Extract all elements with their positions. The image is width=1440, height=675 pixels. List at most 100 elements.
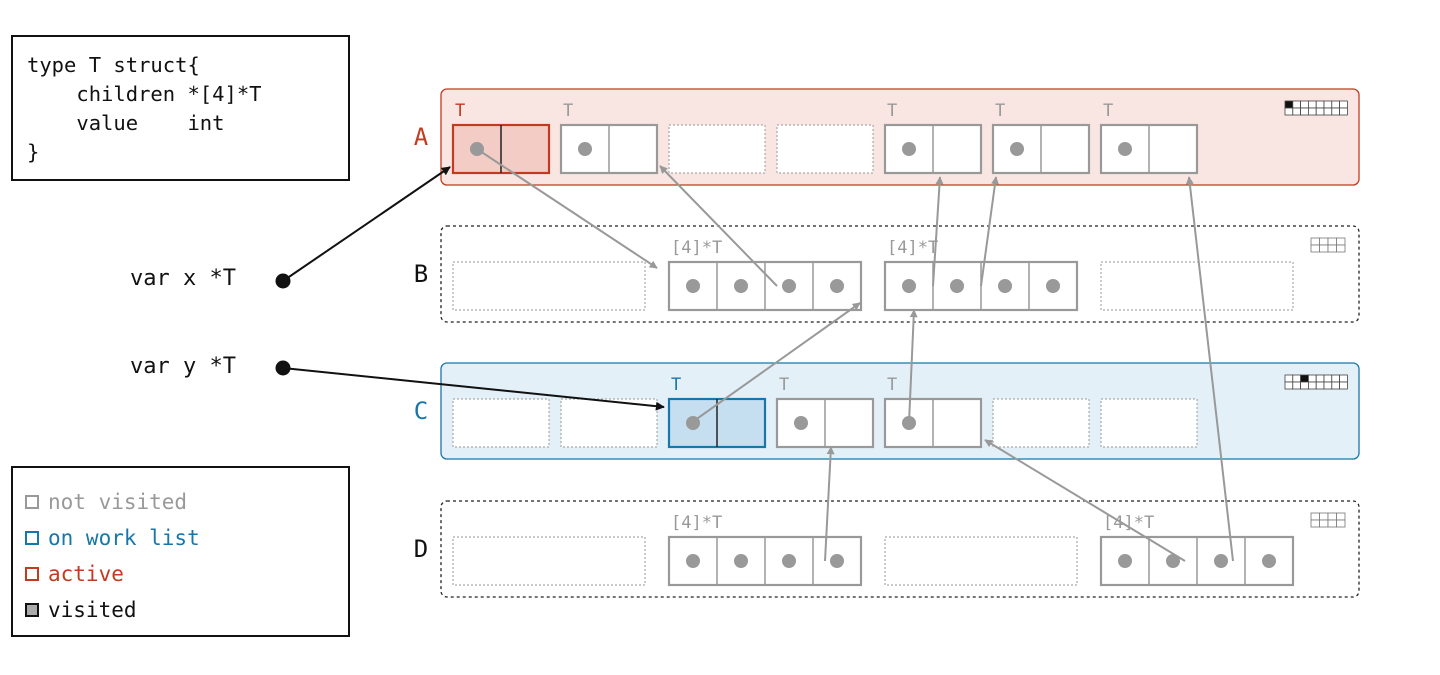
bitmap-cell	[1315, 107, 1325, 116]
legend-swatch-worklist	[25, 531, 39, 545]
mark-bitmap-icon	[1284, 374, 1348, 390]
bitmap-cell	[1284, 100, 1294, 109]
legend-label: on work list	[48, 526, 200, 550]
empty-slot	[776, 124, 874, 174]
legend-item-worklist: on work list	[25, 520, 348, 556]
code-line: type T struct{	[27, 53, 200, 77]
heap-object	[776, 124, 874, 174]
mark-bitmap-icon	[1310, 512, 1346, 528]
bitmap-cell	[1327, 512, 1337, 521]
legend-swatch-active	[25, 567, 39, 581]
empty-slot	[452, 398, 550, 448]
empty-slot	[560, 398, 658, 448]
pointer-dot	[734, 279, 748, 293]
span-label: D	[414, 535, 428, 563]
pointer-dot	[830, 554, 844, 568]
pointer-dot	[782, 279, 796, 293]
var-y-label: var y *T	[130, 354, 236, 379]
code-line: children *[4]*T	[27, 82, 262, 106]
pointer-arrow	[1185, 176, 1234, 562]
bitmap-cell	[1310, 519, 1320, 528]
heap-object: T	[1099, 101, 1199, 175]
object-type-label: T	[1103, 101, 1113, 121]
heap-object	[884, 536, 1078, 586]
legend-swatch-not-visited	[25, 495, 39, 509]
legend-item-not-visited: not visited	[25, 484, 348, 520]
pointer-dot	[782, 554, 796, 568]
bitmap-cell	[1310, 512, 1320, 521]
pointer-arrow	[984, 439, 1186, 562]
bitmap-cell	[1331, 381, 1341, 390]
bitmap-cell	[1315, 374, 1325, 383]
bitmap-cell	[1339, 100, 1348, 109]
bitmap-cell	[1292, 374, 1302, 383]
heap-object: T	[559, 101, 659, 175]
pointer-dot	[734, 554, 748, 568]
root-dot-x	[275, 273, 291, 289]
bitmap-cell	[1323, 374, 1333, 383]
bitmap-cell	[1319, 512, 1329, 521]
legend-label: visited	[48, 598, 137, 622]
bitmap-cell	[1308, 100, 1317, 109]
bitmap-cell	[1336, 237, 1346, 246]
pointer-arrow	[476, 148, 658, 269]
span-label: C	[414, 397, 428, 425]
bitmap-cell	[1310, 244, 1320, 253]
empty-slot	[884, 536, 1078, 586]
bitmap-cell	[1315, 381, 1325, 390]
span-b: B[4]*T[4]*T	[414, 225, 1360, 323]
bitmap-cell	[1319, 244, 1329, 253]
heap-object: [4]*T	[667, 513, 863, 587]
code-line: }	[27, 140, 40, 164]
bitmap-cell	[1310, 237, 1320, 246]
mark-bitmap-icon	[1310, 237, 1346, 253]
pointer-dot	[686, 554, 700, 568]
bitmap-cell	[1292, 107, 1302, 116]
pointer-dot	[1262, 554, 1276, 568]
pointer-arrow	[824, 446, 835, 562]
bitmap-cell	[1336, 244, 1346, 253]
heap-object: T	[775, 375, 875, 449]
pointer-dot	[1118, 554, 1132, 568]
span-label: A	[414, 123, 429, 151]
pointer-dot	[830, 279, 844, 293]
bitmap-cell	[1339, 381, 1348, 390]
bitmap-cell	[1315, 100, 1325, 109]
bitmap-cell	[1300, 100, 1309, 109]
heap-object: T	[883, 101, 983, 175]
pointer-dot	[998, 279, 1012, 293]
bitmap-cell	[1336, 519, 1346, 528]
legend-swatch-visited	[25, 603, 39, 617]
object-type-label: [4]*T	[671, 513, 722, 533]
bitmap-cell	[1327, 519, 1337, 528]
pointer-arrow	[908, 309, 918, 424]
heap-object	[560, 398, 658, 448]
root-dot-y	[275, 360, 291, 376]
heap-object: T	[667, 375, 767, 449]
var-x-label: var x *T	[130, 266, 236, 291]
bitmap-cell	[1300, 374, 1309, 383]
bitmap-cell	[1323, 107, 1333, 116]
heap-object: [4]*T	[667, 238, 863, 312]
span-label: B	[414, 260, 428, 288]
code-text: type T struct{ children *[4]*T value int…	[27, 51, 348, 167]
span-d: D[4]*T[4]*T	[414, 500, 1360, 598]
bitmap-cell	[1292, 100, 1302, 109]
heap-object	[1100, 261, 1294, 311]
bitmap-cell	[1339, 374, 1348, 383]
pointer-arrow	[932, 176, 944, 287]
bitmap-cell	[1308, 381, 1317, 390]
bitmap-cell	[1308, 107, 1317, 116]
pointer-dot	[1214, 554, 1228, 568]
code-line: value int	[27, 111, 225, 135]
legend-label: not visited	[48, 490, 188, 514]
pointer-dot	[1118, 142, 1132, 156]
bitmap-cell	[1331, 100, 1341, 109]
heap-object	[452, 261, 646, 311]
empty-slot	[1100, 261, 1294, 311]
pointer-dot	[902, 279, 916, 293]
bitmap-cell	[1331, 374, 1341, 383]
bitmap-cell	[1323, 381, 1333, 390]
legend: not visited on work list active visited	[11, 466, 350, 637]
